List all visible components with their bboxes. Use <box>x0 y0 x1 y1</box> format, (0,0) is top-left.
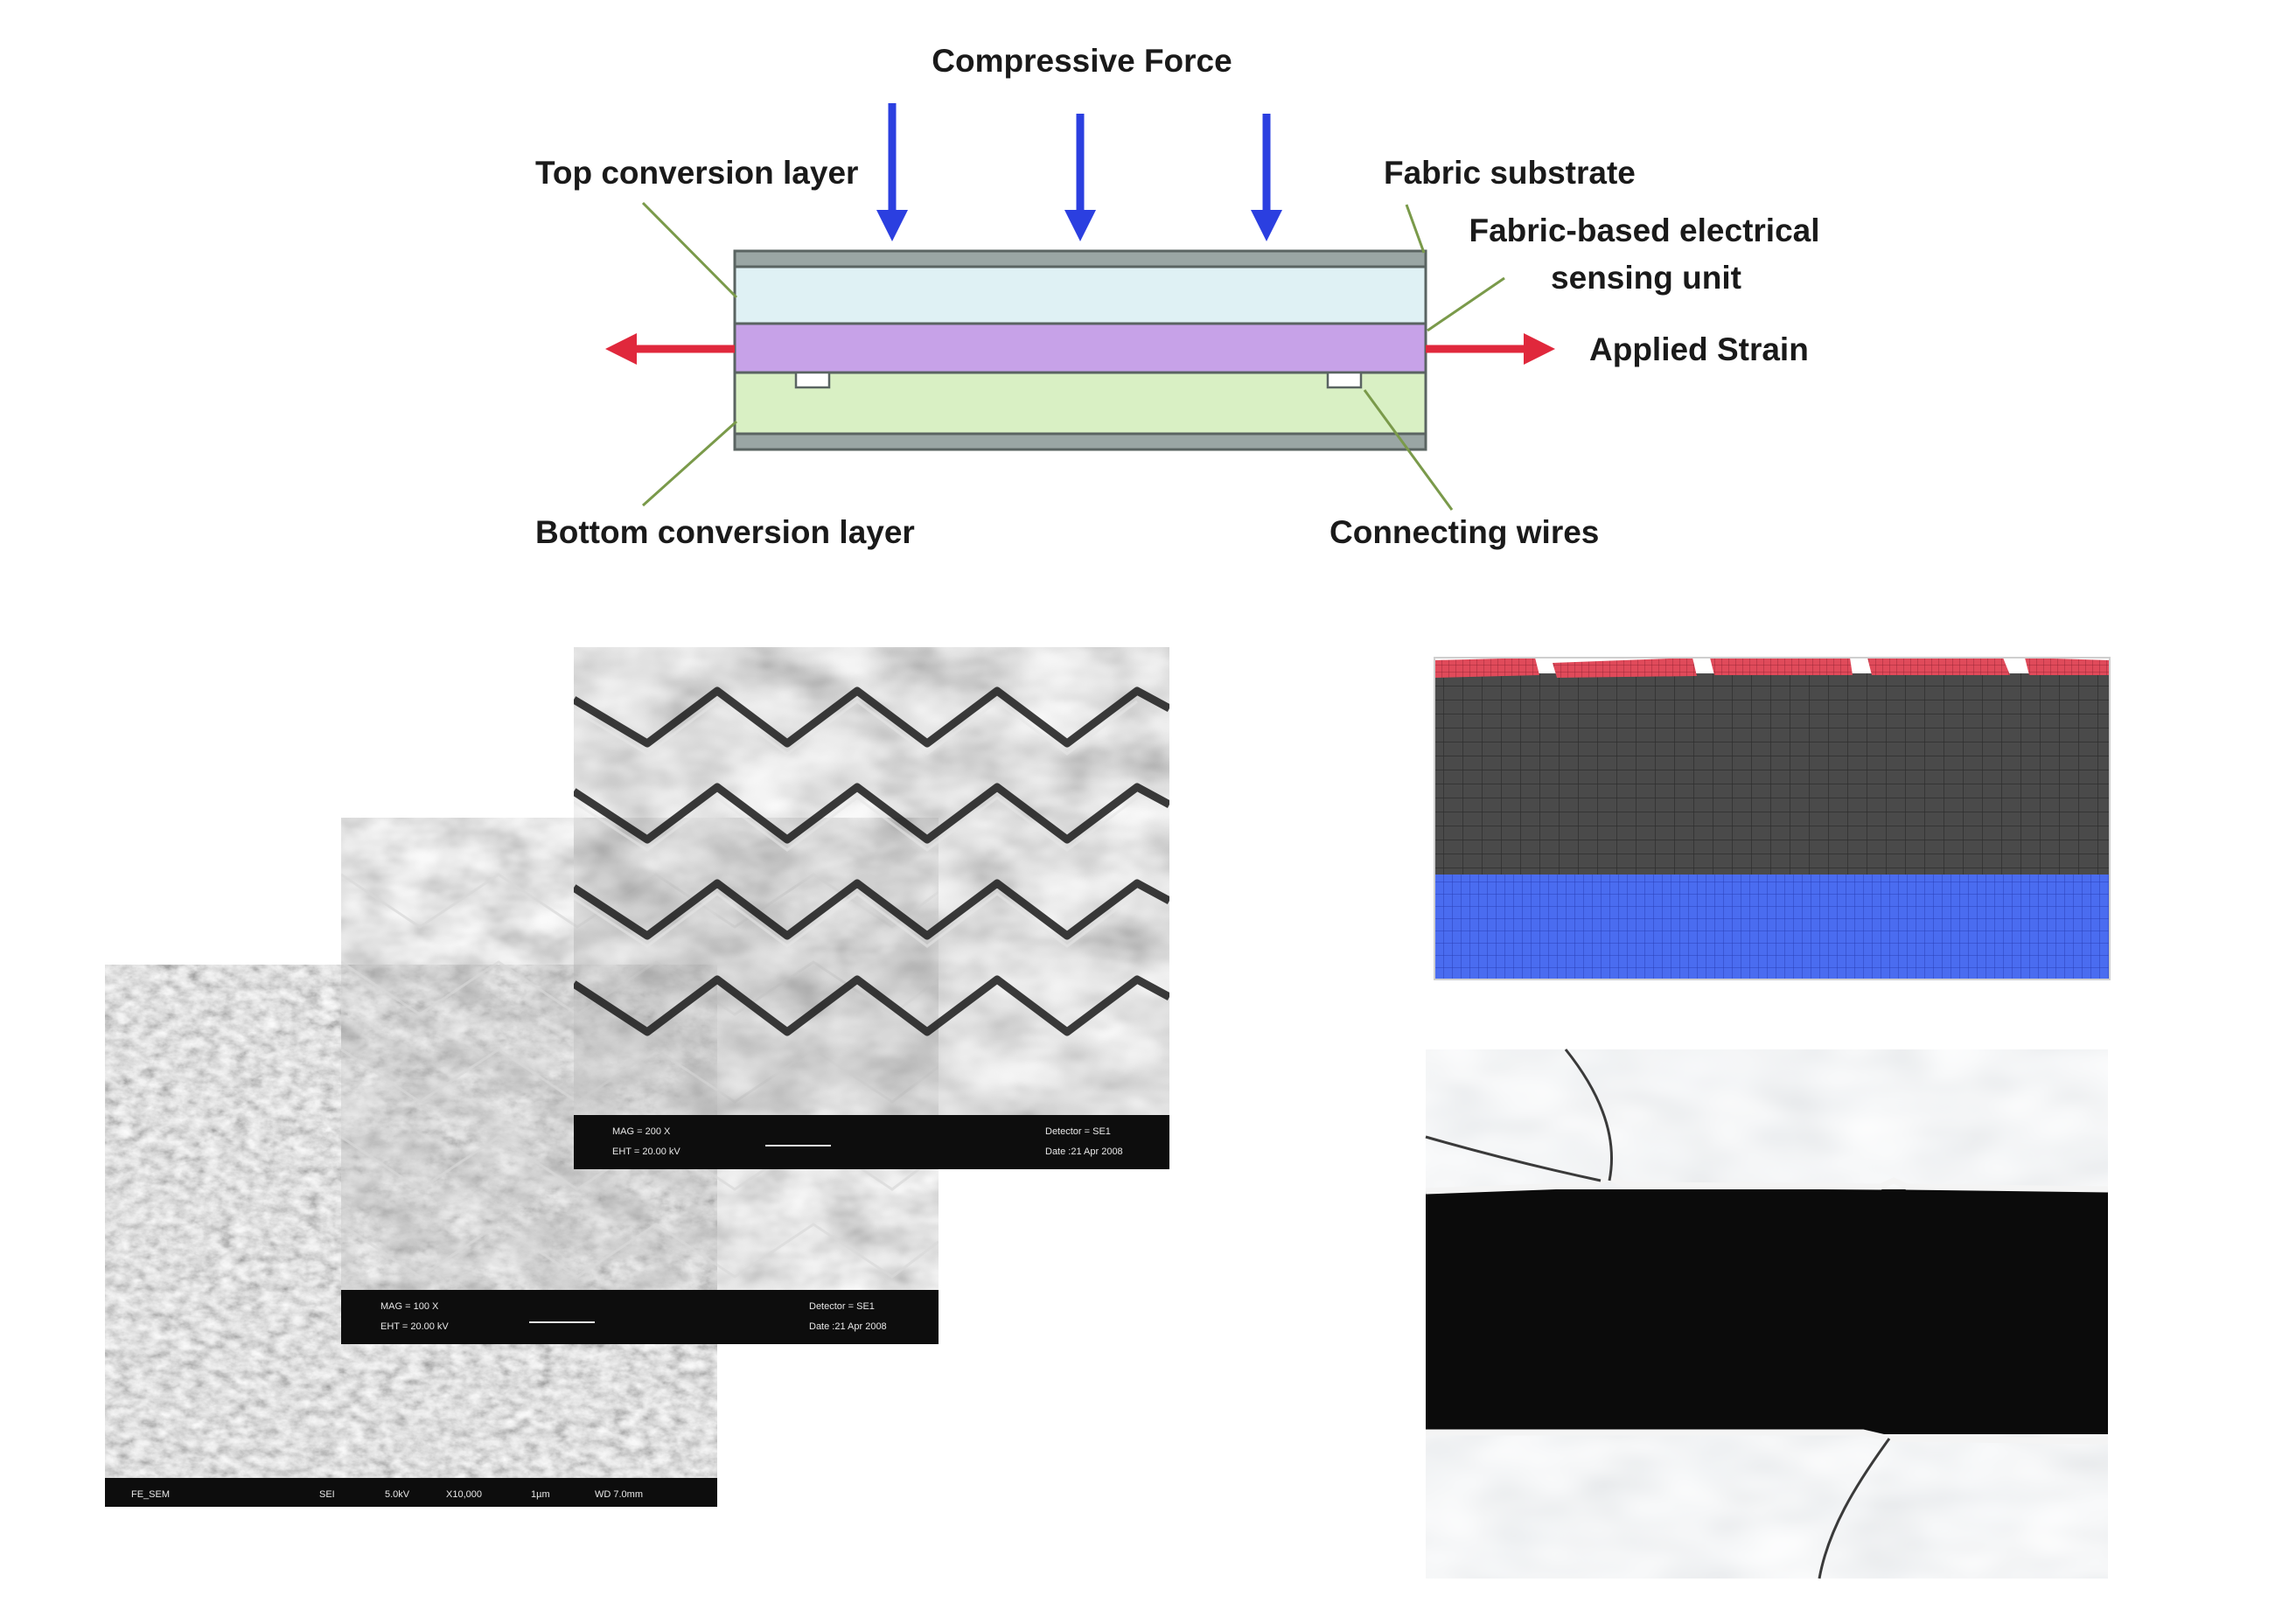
fe-red-patch-5 <box>2025 658 2110 675</box>
fe-mesh-model <box>1434 657 2111 980</box>
fiber-boundary-bottom <box>1818 1438 1891 1579</box>
sem-low-label-mid1: SEI <box>319 1489 335 1500</box>
sem-high-label-left: MAG = 200 X <box>612 1126 671 1137</box>
label-connecting-wires: Connecting wires <box>1329 514 1599 550</box>
sensor-schematic: Compressive Force Top conversion layer F… <box>535 43 1820 550</box>
sem-high-label-left2: EHT = 20.00 kV <box>612 1146 680 1157</box>
fabric-substrate-bottom <box>733 432 1427 451</box>
top-conversion-layer <box>733 265 1427 325</box>
fabric-substrate-top <box>733 249 1427 268</box>
sem-footer-mid: MAG = 100 X EHT = 20.00 kV Detector = SE… <box>341 1290 939 1344</box>
leader-connecting-wires <box>1363 389 1454 511</box>
sem-high-label-right: Detector = SE1 <box>1045 1126 1111 1137</box>
sem-mid-label-left2: EHT = 20.00 kV <box>380 1321 449 1332</box>
sem-mid-label-right2: Date :21 Apr 2008 <box>809 1321 887 1332</box>
sem-micrograph-high <box>574 647 1169 1115</box>
sensing-layer-band <box>1426 1189 2108 1434</box>
sensing-unit-layer <box>733 322 1427 374</box>
sem-low-label-right: WD 7.0mm <box>595 1489 643 1500</box>
leader-top-layer <box>641 201 738 299</box>
leader-fabric-substrate <box>1405 204 1426 254</box>
label-sensing-unit-line2: sensing unit <box>1551 260 1741 296</box>
label-applied-strain: Applied Strain <box>1589 331 1809 367</box>
sem-footer-high: MAG = 200 X EHT = 20.00 kV Detector = SE… <box>574 1115 1169 1169</box>
cross-section-photo <box>1425 1049 2109 1579</box>
fe-red-patch-2 <box>1553 658 1697 678</box>
label-compressive-force: Compressive Force <box>932 43 1232 79</box>
fiber-boundary-top <box>1564 1049 1614 1181</box>
sem-low-label-mid4: 1µm <box>531 1489 550 1500</box>
label-bottom-conversion-layer: Bottom conversion layer <box>535 514 915 550</box>
leader-bottom-layer <box>641 420 738 507</box>
connector-pad-left <box>794 371 831 389</box>
fe-mesh-dark-region <box>1434 673 2110 875</box>
fe-mesh-blue-region <box>1434 875 2110 979</box>
sem-mid-label-right: Detector = SE1 <box>809 1301 875 1312</box>
fe-red-patch-1 <box>1434 658 1539 678</box>
interface-bottom <box>1426 1429 2109 1445</box>
label-fabric-substrate: Fabric substrate <box>1384 155 1636 191</box>
interface-top <box>1425 1174 2109 1195</box>
fe-red-patch-3 <box>1710 658 1853 675</box>
fiber-boundary-top2 <box>1425 1135 1602 1182</box>
sem-low-label-mid2: 5.0kV <box>385 1489 410 1500</box>
sem-mid-label-left: MAG = 100 X <box>380 1301 439 1312</box>
sem-high-label-right2: Date :21 Apr 2008 <box>1045 1146 1123 1157</box>
sem-low-label-left: FE_SEM <box>131 1489 170 1500</box>
bottom-conversion-layer <box>733 371 1427 436</box>
sem-low-label-mid3: X10,000 <box>446 1489 482 1500</box>
fe-red-patch-4 <box>1867 658 2010 675</box>
connector-pad-right <box>1326 371 1363 389</box>
sem-footer-low: FE_SEM SEI 5.0kV X10,000 1µm WD 7.0mm <box>105 1478 717 1507</box>
label-sensing-unit-line1: Fabric-based electrical <box>1469 213 1819 248</box>
leader-sensing-unit <box>1427 276 1505 332</box>
label-top-conversion-layer: Top conversion layer <box>535 155 858 191</box>
